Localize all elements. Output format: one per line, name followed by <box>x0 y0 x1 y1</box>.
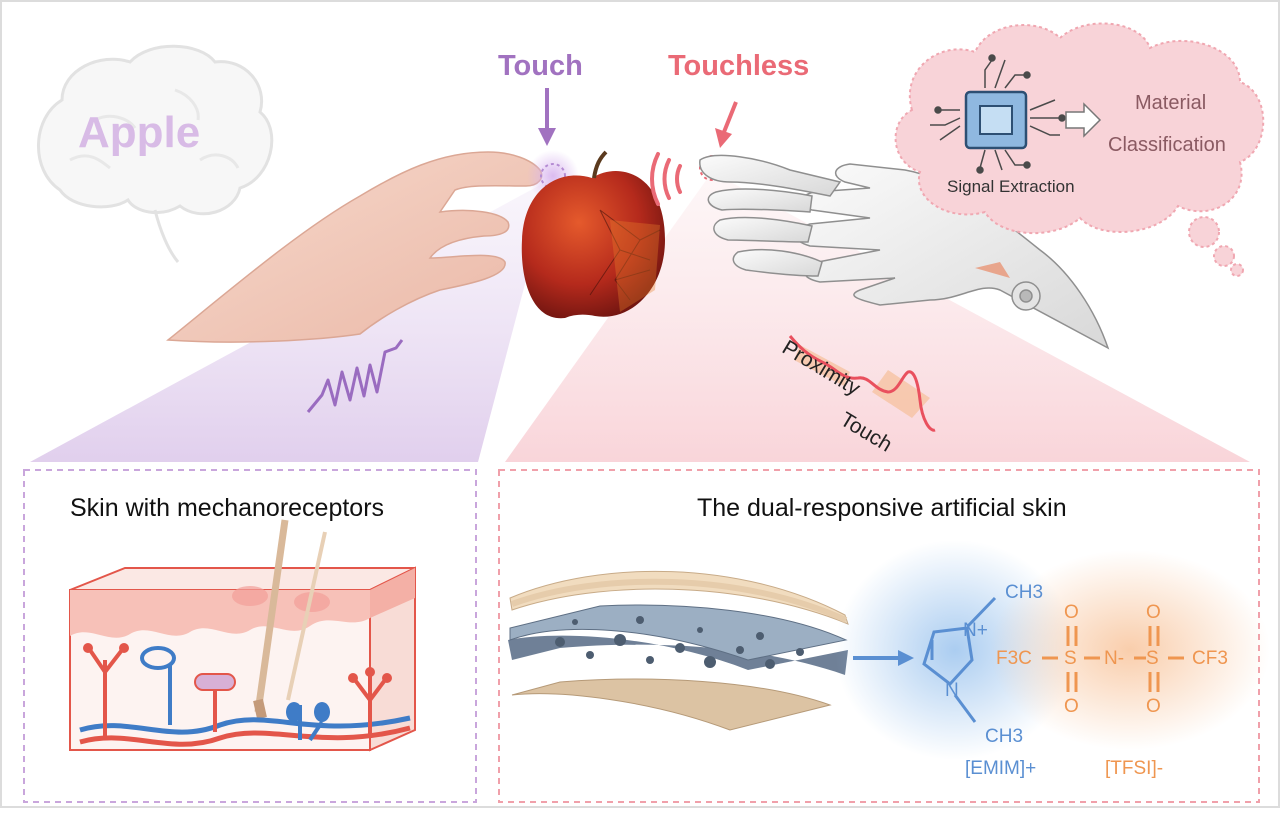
ch3-top-label: CH3 <box>1005 582 1043 604</box>
material-label: Material <box>1135 92 1206 115</box>
cf3-label: CF3 <box>1192 648 1228 670</box>
touch-label: Touch <box>498 50 583 83</box>
brain-word-label: Apple <box>78 108 200 158</box>
touch-arrow <box>538 88 556 146</box>
s-left-label: S <box>1064 648 1077 670</box>
emim-label: [EMIM]+ <box>965 758 1036 780</box>
anion-glow <box>990 550 1270 750</box>
skin-cross-section <box>70 520 415 750</box>
n-minus-label: N- <box>1104 648 1124 670</box>
skin-panel-title: Skin with mechanoreceptors <box>70 494 384 523</box>
tfsi-label: [TFSI]- <box>1105 758 1163 780</box>
artificial-skin-layers <box>508 571 848 730</box>
classification-label: Classification <box>1108 134 1226 157</box>
signal-extraction-label: Signal Extraction <box>947 177 1075 197</box>
touchless-arrow <box>715 102 736 148</box>
o2-label: O <box>1064 696 1079 718</box>
o1-label: O <box>1064 602 1079 624</box>
artificial-skin-panel-title: The dual-responsive artificial skin <box>697 494 1067 523</box>
s-right-label: S <box>1146 648 1159 670</box>
proximity-waves-icon <box>652 154 680 204</box>
touchless-label: Touchless <box>668 50 809 83</box>
o4-label: O <box>1146 696 1161 718</box>
o3-label: O <box>1146 602 1161 624</box>
ch3-bottom-label: CH3 <box>985 726 1023 748</box>
n-ring-label: N <box>945 680 959 702</box>
n-plus-label: N+ <box>963 620 988 642</box>
f3c-label: F3C <box>996 648 1032 670</box>
